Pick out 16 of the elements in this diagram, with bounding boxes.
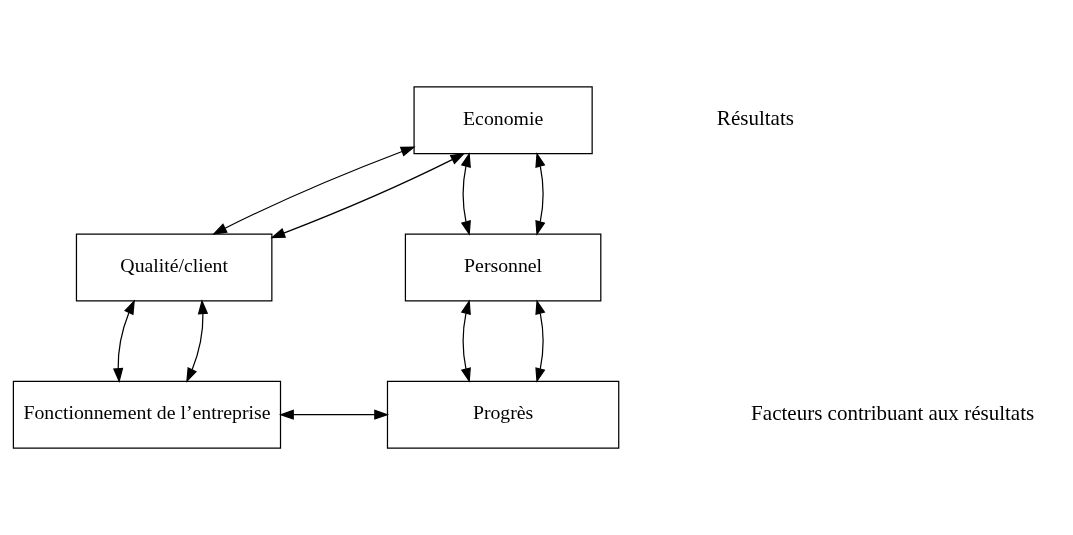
- arrow: [186, 299, 209, 383]
- arrow: [460, 152, 471, 236]
- arrow: [112, 299, 135, 383]
- arrow: [279, 409, 390, 420]
- node-box: Qualité/client: [75, 233, 273, 302]
- label: Résultats: [716, 106, 794, 131]
- node-box: Economie: [413, 86, 593, 155]
- arrow: [460, 299, 471, 383]
- node-box: Fonctionnement de l’entreprise: [12, 380, 282, 449]
- node-box: Personnel: [404, 233, 602, 302]
- node-box: Progrès: [386, 380, 620, 449]
- arrow: [535, 299, 546, 383]
- arrow: [212, 146, 416, 235]
- arrow: [270, 153, 466, 239]
- arrow: [535, 152, 546, 236]
- label: Facteurs contribuant aux résultats: [751, 400, 1035, 425]
